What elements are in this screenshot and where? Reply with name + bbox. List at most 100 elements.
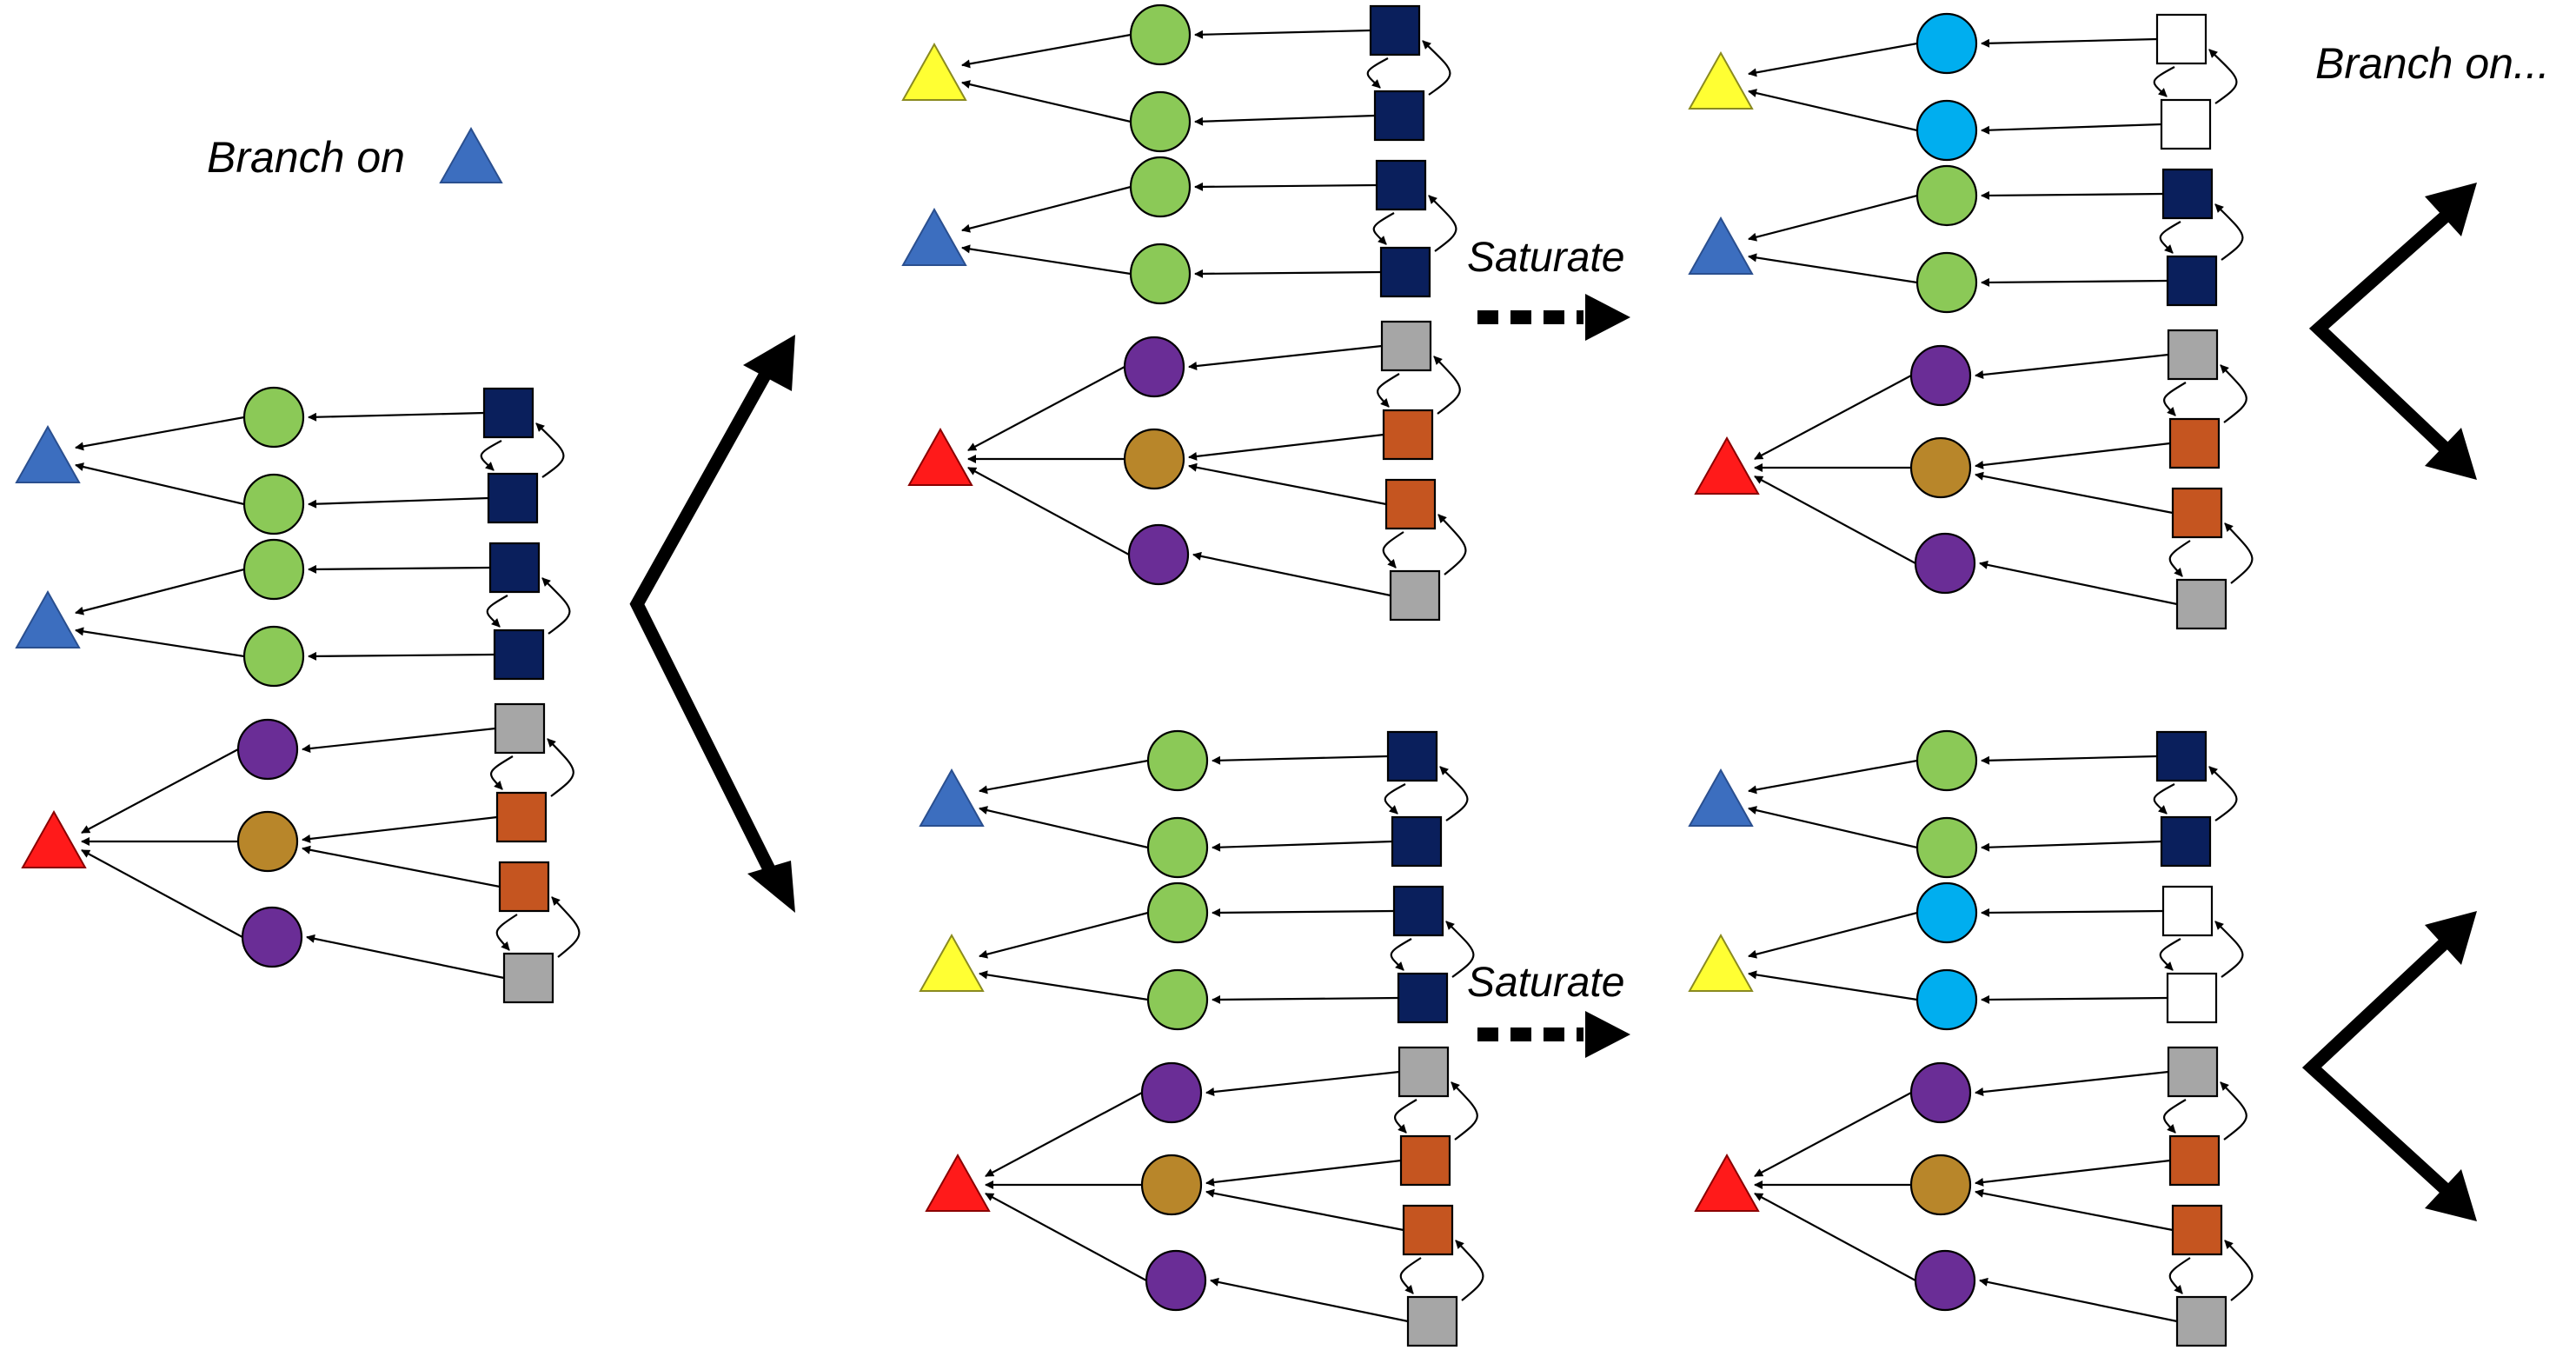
square-to-circle-edge	[1192, 551, 1391, 597]
red-triangle-node	[1694, 436, 1760, 495]
circle-to-triangle-edge	[1748, 806, 1918, 849]
square-to-circle-edge	[1975, 1188, 2174, 1232]
square-to-circle-edge	[1188, 462, 1387, 506]
circle-to-triangle-edge	[979, 911, 1149, 959]
white-square-node	[2166, 972, 2218, 1024]
purple-circle-node	[1909, 344, 1972, 407]
circle-to-triangle-edge	[979, 970, 1149, 1001]
square-pair-edge-up	[1455, 1240, 1484, 1301]
square-pair-edge-down	[2168, 540, 2191, 577]
square-pair-edge-down	[1384, 783, 1406, 815]
rust-square-node	[1399, 1134, 1451, 1187]
purple-circle-node	[1127, 523, 1190, 586]
square-pair-edge-down	[2153, 66, 2175, 97]
circle-to-triangle-edge	[985, 1193, 1147, 1281]
circle-to-triangle-edge	[979, 806, 1149, 849]
graph-branch-b-saturated	[1688, 729, 2254, 1347]
gold-circle-node	[1909, 1154, 1972, 1216]
circle-to-triangle-edge	[75, 627, 245, 658]
square-pair-edge-up	[2214, 921, 2244, 978]
square-to-circle-edge	[1979, 1277, 2178, 1323]
square-pair-edge-up	[1439, 766, 1469, 821]
square-pair-edge-down	[2159, 221, 2181, 254]
gray-square-node	[1406, 1295, 1458, 1347]
branch-chevron-main-head-bottom	[747, 861, 795, 913]
square-to-circle-edge	[1975, 353, 2169, 380]
green-circle-node	[242, 473, 305, 535]
square-pair-edge-up	[2208, 49, 2238, 104]
blue-triangle-node	[901, 207, 967, 266]
yellow-triangle-node	[1688, 50, 1754, 110]
gray-square-node	[2175, 1295, 2227, 1347]
saturate-arrow-top-head	[1585, 294, 1630, 341]
blue-triangle-node	[919, 768, 985, 827]
square-pair-edge-up	[1428, 195, 1457, 252]
gray-square-node	[2167, 329, 2219, 381]
square-pair-edge-up	[1451, 1081, 1478, 1141]
green-circle-node	[1129, 90, 1192, 153]
square-pair-edge-up	[2220, 1081, 2247, 1141]
square-to-circle-edge	[306, 934, 505, 980]
square-to-circle-edge	[1205, 1070, 1400, 1097]
square-pair-edge-down	[486, 595, 508, 628]
purple-circle-node	[1909, 1061, 1972, 1124]
gold-circle-node	[1123, 428, 1185, 490]
square-pair-edge-down	[1376, 373, 1400, 408]
circle-to-triangle-edge	[1748, 253, 1918, 284]
square-to-circle-edge	[302, 815, 498, 843]
purple-circle-node	[1914, 532, 1976, 595]
navy-square-node	[1369, 4, 1421, 57]
square-to-circle-edge	[1975, 442, 2171, 469]
cyan-circle-node	[1915, 968, 1978, 1031]
square-pair-edge-up	[1422, 40, 1451, 96]
square-pair-edge-up	[551, 896, 581, 958]
circle-to-triangle-edge	[81, 849, 243, 938]
circle-to-triangle-edge	[1748, 42, 1918, 77]
square-pair-edge-down	[1366, 57, 1389, 89]
branch-on-label: Branch on	[207, 133, 405, 182]
circle-to-triangle-edge	[961, 185, 1132, 233]
rust-square-node	[2171, 487, 2223, 539]
branch-chevron-top-right-head-top	[2425, 183, 2477, 236]
square-pair-edge-up	[535, 422, 565, 478]
gold-circle-node	[1140, 1154, 1203, 1216]
gray-square-node	[1398, 1046, 1450, 1098]
purple-circle-node	[1123, 336, 1185, 398]
square-to-circle-edge	[1194, 114, 1376, 126]
square-to-circle-edge	[308, 564, 491, 574]
branch-chevron-bottom-right	[2301, 934, 2454, 1198]
circle-to-triangle-edge	[1748, 89, 1918, 132]
cyan-circle-node	[1915, 99, 1978, 162]
circle-to-triangle-edge	[979, 759, 1149, 795]
blue-triangle-node	[15, 424, 81, 483]
saturate-arrow-bottom-head	[1585, 1011, 1630, 1058]
red-triangle-node	[21, 809, 87, 868]
green-circle-node	[242, 625, 305, 688]
square-pair-edge-up	[547, 738, 574, 797]
square-to-circle-edge	[308, 496, 489, 509]
square-pair-edge-up	[2214, 203, 2244, 261]
red-triangle-node	[925, 1153, 991, 1212]
green-circle-node	[1146, 816, 1209, 879]
rust-square-node	[1384, 478, 1437, 530]
navy-square-node	[1391, 815, 1443, 868]
square-pair-edge-down	[495, 914, 518, 951]
circle-to-triangle-edge	[967, 366, 1125, 451]
graph-branch-a-saturated	[1688, 12, 2254, 630]
circle-to-triangle-edge	[1754, 476, 1916, 564]
square-pair-edge-up	[2208, 766, 2238, 821]
square-pair-edge-down	[2153, 783, 2175, 815]
white-square-node	[2160, 98, 2212, 150]
circle-to-triangle-edge	[1748, 194, 1918, 242]
navy-square-node	[488, 542, 541, 594]
branch-chevron-bottom-right-head-top	[2425, 911, 2477, 965]
square-to-circle-edge	[1212, 994, 1399, 1004]
square-pair-edge-down	[480, 440, 502, 471]
square-pair-edge-down	[1372, 212, 1395, 245]
cyan-circle-node	[1915, 881, 1978, 944]
circle-to-triangle-edge	[75, 416, 245, 451]
square-to-circle-edge	[1975, 1070, 2169, 1097]
green-circle-node	[1146, 729, 1209, 792]
square-pair-edge-down	[1393, 1099, 1417, 1134]
